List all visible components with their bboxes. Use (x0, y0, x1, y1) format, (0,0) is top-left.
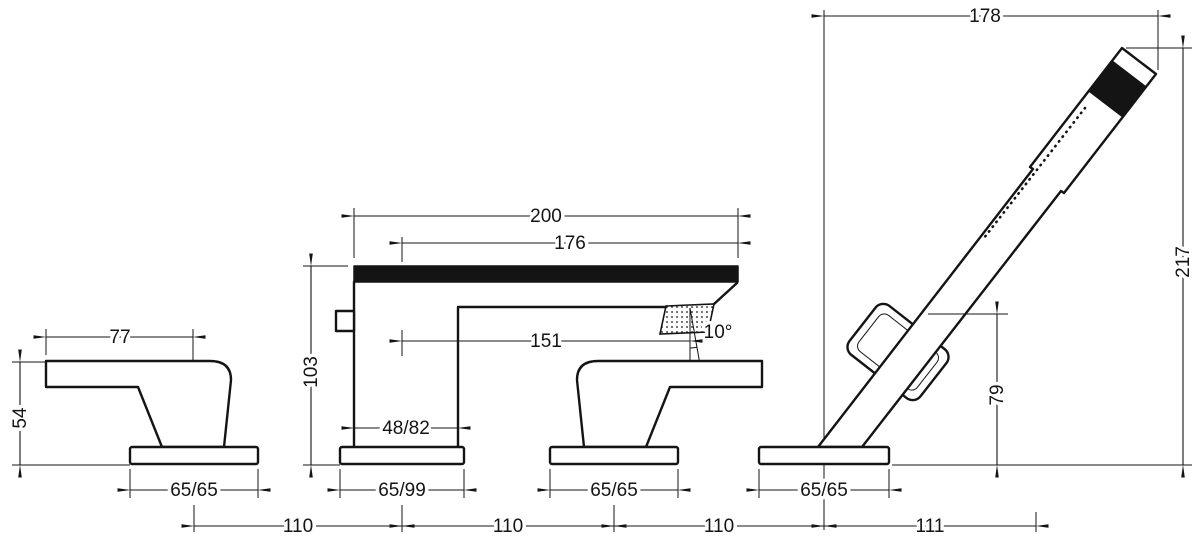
dim-holder-height: 79 (984, 301, 1012, 478)
dim-spout-inner-label: 176 (554, 233, 586, 254)
dim-body-cutout-label: 48/82 (382, 418, 430, 439)
dim-overall-height-label: 217 (1173, 246, 1194, 278)
dim-spout-reach: 151 (389, 328, 703, 356)
right-handle-base (548, 445, 680, 466)
dim-spacing-3-label: 110 (704, 516, 734, 537)
angle-arc (689, 346, 698, 349)
dim-handle-length: 77 (33, 324, 206, 352)
left-handle-base (128, 445, 260, 466)
dim-spray-angle-label: 10° (704, 322, 733, 343)
dim-base-shower: 65/65 (746, 477, 902, 505)
dim-base-spout-label: 65/99 (378, 480, 426, 501)
dim-base-shower-label: 65/65 (800, 480, 848, 501)
aerator (659, 303, 715, 335)
dim-spacing-2-label: 110 (493, 516, 523, 537)
extension-lines (12, 10, 1192, 532)
dim-spout-reach-label: 151 (530, 331, 562, 352)
dim-overall-width: 178 (811, 3, 1171, 31)
left-handle-lever (44, 359, 233, 449)
dim-body-cutout: 48/82 (341, 415, 471, 443)
dim-spout-inner: 176 (389, 230, 751, 258)
right-handle-lever (575, 359, 764, 449)
right-handle (548, 359, 764, 466)
dim-spout-plate-label: 200 (530, 206, 562, 227)
dim-handle-length-label: 77 (109, 327, 130, 348)
hand-shower (757, 46, 1158, 466)
spray-nozzle-dots (982, 106, 1087, 240)
spray-angle-indicator: 10° (689, 307, 736, 361)
dim-spout-height: 103 (298, 253, 326, 478)
spout-base (338, 445, 466, 466)
dim-handle-height-label: 54 (10, 407, 31, 429)
dim-spacing-1-label: 110 (283, 516, 313, 537)
dim-handle-height: 54 (7, 349, 35, 478)
dim-spout-height-label: 103 (301, 356, 322, 388)
dim-base-handle-left: 65/65 (117, 477, 271, 505)
shower-head-band (1088, 60, 1147, 118)
spout-side-port (334, 309, 356, 333)
spout-end-face (712, 281, 739, 306)
dim-holder-height-label: 79 (987, 384, 1008, 405)
dim-spacing-row: 110 110 110 111 (181, 513, 1049, 541)
dim-base-handle-right-label: 65/65 (590, 480, 638, 501)
dim-spout-plate: 200 (341, 203, 751, 231)
dim-base-spout: 65/99 (327, 477, 477, 505)
dim-spacing-4-label: 111 (916, 516, 945, 537)
dim-overall-height: 217 (1170, 35, 1198, 478)
dim-base-handle-left-label: 65/65 (170, 480, 218, 501)
spout-top-plate (353, 265, 739, 283)
dim-base-handle-right: 65/65 (537, 477, 691, 505)
left-handle (44, 359, 260, 466)
dim-overall-width-label: 178 (969, 6, 1001, 27)
angle-stream-line (689, 307, 700, 361)
shower-base (757, 445, 891, 466)
